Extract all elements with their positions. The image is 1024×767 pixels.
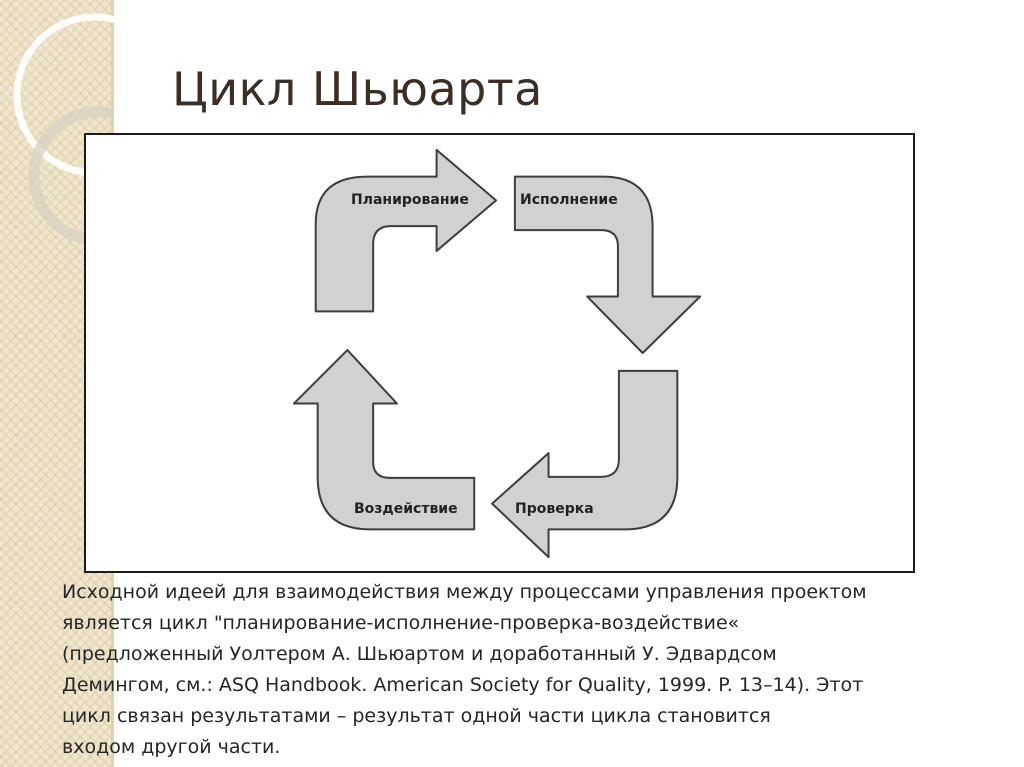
description-line: цикл связан результатами – результат одн… <box>62 705 771 727</box>
description-text: Исходной идеей для взаимодействия между … <box>62 577 962 763</box>
slide-title: Цикл Шьюарта <box>172 62 543 116</box>
description-line: Демингом, см.: ASQ Handbook. American So… <box>62 674 864 696</box>
plan-arrow <box>314 148 498 313</box>
do-label: Исполнение <box>520 192 618 208</box>
pdca-cycle-arrows <box>292 148 702 559</box>
description-line: Исходной идеей для взаимодействия между … <box>62 581 867 603</box>
plan-label: Планирование <box>351 192 469 208</box>
description-line: является цикл "планирование-исполнение-п… <box>62 612 740 634</box>
pdca-diagram: Планирование Исполнение Проверка Воздейс… <box>84 133 915 573</box>
description-line: входом другой части. <box>62 736 281 758</box>
description-line: (предложенный Уолтером А. Шьюартом и дор… <box>62 643 777 665</box>
act-arrow <box>292 349 476 531</box>
check-label: Проверка <box>515 501 594 517</box>
do-arrow <box>513 175 702 354</box>
act-label: Воздействие <box>354 501 458 517</box>
check-arrow <box>491 369 679 559</box>
